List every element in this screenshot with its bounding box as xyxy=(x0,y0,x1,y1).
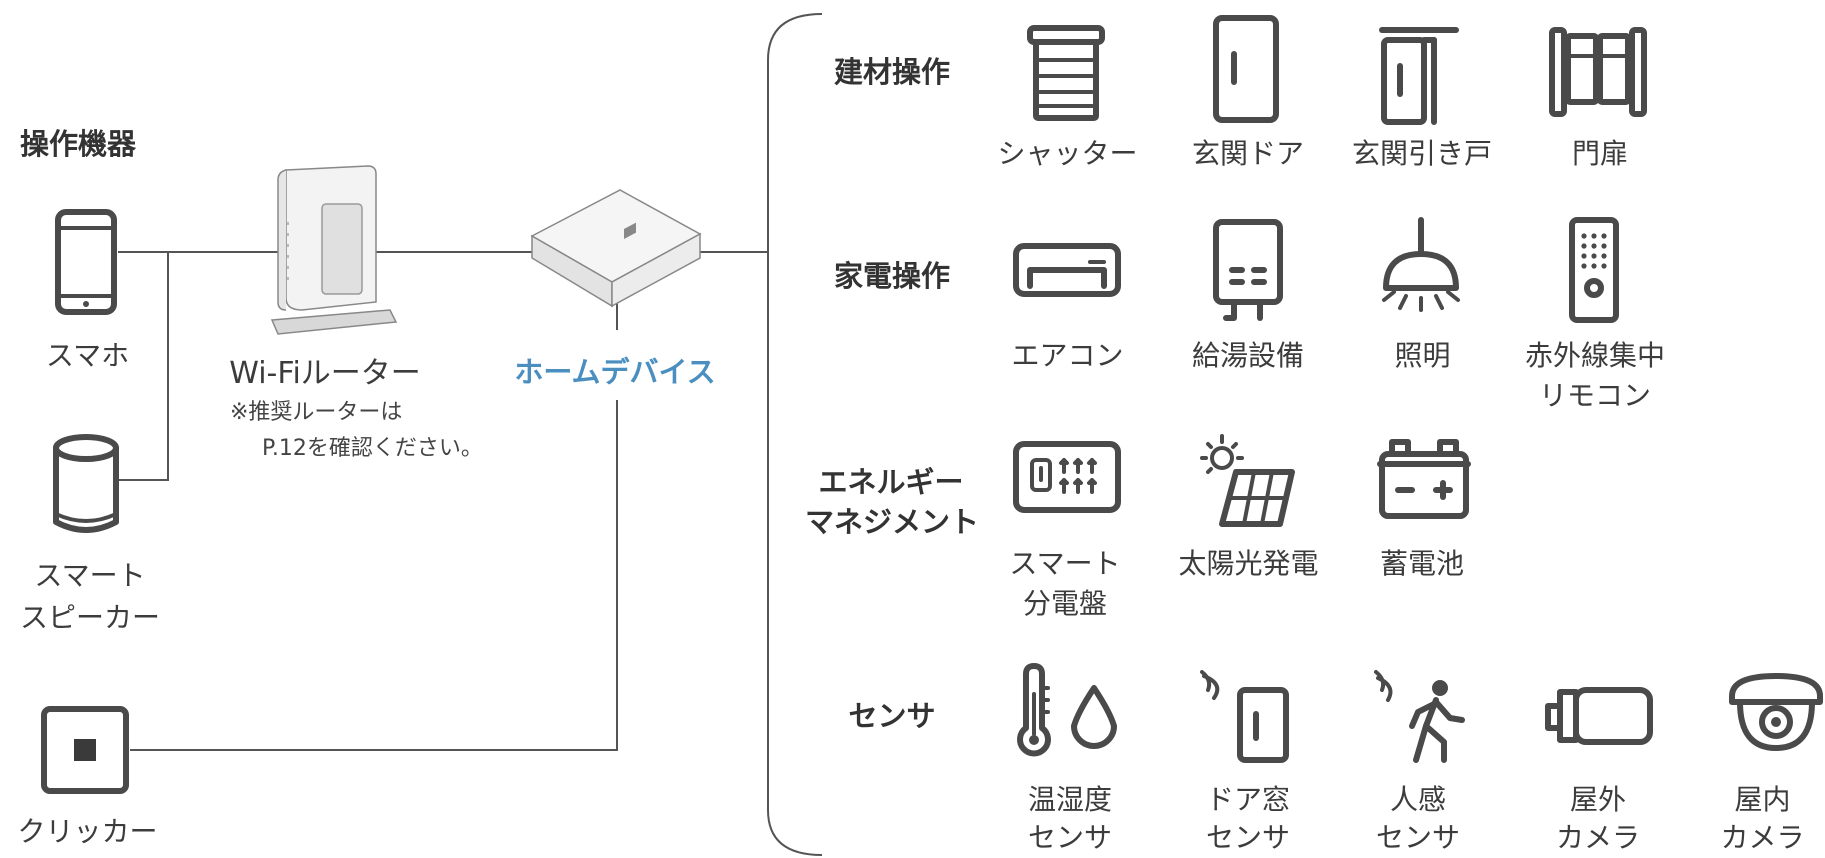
outdoor-camera-label-1: 屋外 xyxy=(1569,783,1626,816)
smartphone-label: スマホ xyxy=(45,339,130,372)
outdoor-camera-icon xyxy=(1544,686,1654,750)
smartphone-icon xyxy=(54,208,118,320)
router-note-2: P.12を確認ください。 xyxy=(262,436,483,461)
indoor-camera-label-1: 屋内 xyxy=(1734,783,1791,816)
router-note-1: ※推奨ルーターは xyxy=(230,400,403,425)
shutter-label: シャッター xyxy=(997,137,1138,170)
water-heater-icon xyxy=(1212,218,1284,328)
shutter-icon xyxy=(1026,24,1106,128)
controllers-heading: 操作機器 xyxy=(20,127,137,161)
gate-label: 門扉 xyxy=(1571,137,1628,170)
smart-panel-icon xyxy=(1012,440,1122,520)
ceiling-light-icon xyxy=(1376,217,1466,326)
solar-power-icon xyxy=(1192,432,1302,536)
storage-battery-icon xyxy=(1376,438,1472,524)
clicker-icon xyxy=(40,705,132,801)
entrance-door-icon xyxy=(1212,14,1282,128)
ceiling-light-label: 照明 xyxy=(1394,339,1451,372)
sliding-door-icon xyxy=(1378,26,1460,130)
smart-panel-label-1: スマート xyxy=(1009,547,1121,580)
speaker-icon xyxy=(52,432,122,546)
solar-power-label: 太陽光発電 xyxy=(1178,547,1319,580)
indoor-camera-label-2: カメラ xyxy=(1720,821,1805,854)
category-appliance-title: 家電操作 xyxy=(833,259,950,293)
temperature-humidity-icon xyxy=(1010,663,1126,772)
category-energy-title-2: マネジメント xyxy=(804,505,979,539)
outdoor-camera-label-2: カメラ xyxy=(1555,821,1640,854)
category-energy-title-1: エネルギー xyxy=(818,465,964,499)
motion-sensor-label-1: 人感 xyxy=(1389,783,1446,816)
ir-remote-label-1: 赤外線集中 xyxy=(1524,339,1665,372)
air-conditioner-icon xyxy=(1012,242,1122,306)
air-conditioner-label: エアコン xyxy=(1011,339,1124,372)
motion-sensor-label-2: センサ xyxy=(1375,821,1460,854)
ir-remote-icon xyxy=(1568,216,1624,330)
door-window-sensor-icon xyxy=(1196,666,1292,770)
speaker-label-2: スピーカー xyxy=(19,601,160,634)
temperature-humidity-label-1: 温湿度 xyxy=(1027,783,1112,816)
smart-panel-label-2: 分電盤 xyxy=(1022,587,1107,620)
door-window-sensor-label-2: センサ xyxy=(1205,821,1290,854)
sliding-door-label: 玄関引き戸 xyxy=(1351,137,1492,170)
storage-battery-label: 蓄電池 xyxy=(1379,547,1464,580)
indoor-camera-icon xyxy=(1728,670,1823,764)
entrance-door-label: 玄関ドア xyxy=(1191,137,1304,170)
ir-remote-label-2: リモコン xyxy=(1538,379,1651,412)
gate-icon xyxy=(1548,26,1648,122)
home-device-label: ホームデバイス xyxy=(514,355,716,389)
category-building-title: 建材操作 xyxy=(833,55,950,89)
router-label: Wi-Fiルーター xyxy=(229,356,421,391)
category-sensor-title: センサ xyxy=(848,699,936,733)
motion-sensor-icon xyxy=(1370,666,1470,770)
clicker-label: クリッカー xyxy=(17,815,158,848)
water-heater-label: 給湯設備 xyxy=(1191,339,1304,372)
wifi-router-icon xyxy=(270,162,402,346)
door-window-sensor-label-1: ドア窓 xyxy=(1205,783,1290,816)
home-device-icon xyxy=(528,186,704,320)
speaker-label-1: スマート xyxy=(34,559,146,592)
temperature-humidity-label-2: センサ xyxy=(1027,821,1112,854)
